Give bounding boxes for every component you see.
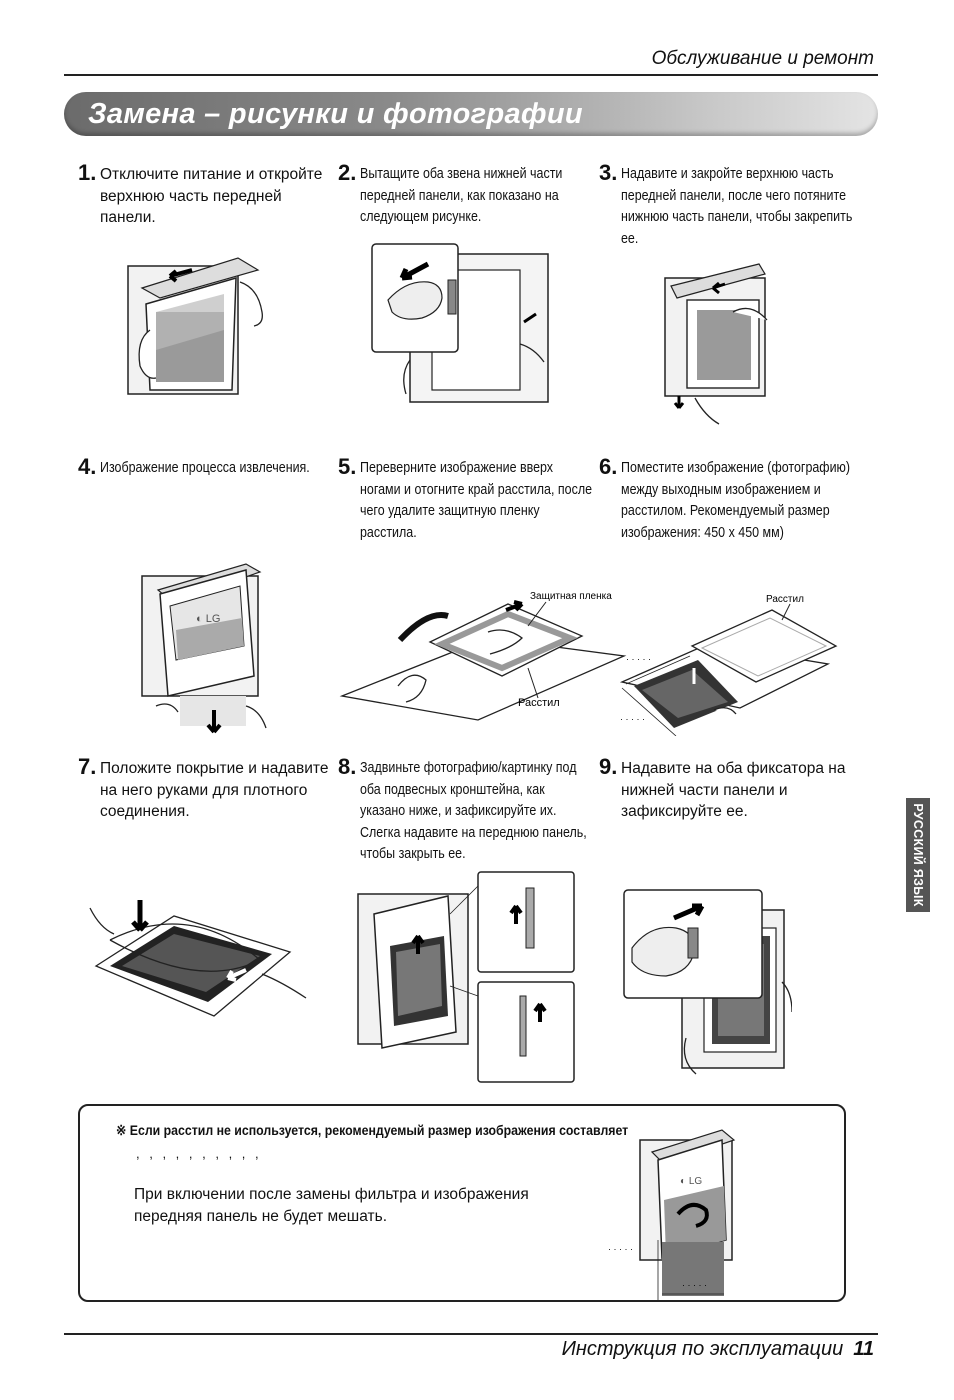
step-number: 6. — [599, 454, 618, 479]
figure-remove-image: ◐ LG — [141, 563, 267, 734]
figure-links — [371, 243, 549, 403]
step-text: Вытащите оба звена нижней части передней… — [360, 166, 563, 225]
step-text: Переверните изображение вверх ногами и о… — [360, 460, 593, 541]
figure-latches — [623, 889, 792, 1075]
dim-dots: · · · · · — [682, 1280, 707, 1290]
page-title: Замена – рисунки и фотографии — [88, 98, 583, 130]
step-text: Отключите питание и откройте верхнюю час… — [100, 166, 323, 226]
title-banner: Замена – рисунки и фотографии — [64, 92, 878, 136]
figure-peel-film: Защитная пленка Расстил — [339, 591, 627, 721]
footer: Инструкция по эксплуатации 11 — [562, 1338, 874, 1361]
step-number: 7. — [78, 754, 97, 779]
label-protective-film: Защитная пленка — [530, 591, 612, 602]
step-number: 4. — [78, 454, 97, 479]
note-body: При включении после замены фильтра и изо… — [134, 1186, 529, 1225]
figure-place-photo: Расстил · · · · · · · · · · — [619, 594, 838, 736]
step-number: 9. — [599, 754, 618, 779]
figure-press-cover — [89, 900, 307, 1017]
label-rasstil: Расстил — [518, 697, 560, 709]
section-header: Обслуживание и ремонт — [651, 48, 874, 69]
figure-no-rasstil: ◐ LG · · · · · · · · · · — [608, 1129, 736, 1300]
step-number: 2. — [338, 160, 357, 185]
figure-brackets — [357, 871, 575, 1083]
language-tab: РУССКИЙ ЯЗЫК — [906, 798, 930, 912]
figure-close-panel — [664, 263, 768, 425]
step-number: 1. — [78, 160, 97, 185]
dim-dots: · · · · · — [626, 654, 651, 664]
step-number: 8. — [338, 754, 357, 779]
dim-dots: · · · · · — [620, 714, 645, 724]
step-text: Поместите изображение (фотографию) между… — [621, 460, 851, 541]
figure-open-panel — [127, 257, 263, 395]
dim-dots: · · · · · — [608, 1244, 633, 1254]
footer-title: Инструкция по эксплуатации — [561, 1338, 844, 1360]
page-number: 11 — [853, 1338, 874, 1360]
lg-logo-mark: ◐ LG — [196, 613, 220, 625]
language-tab-label: РУССКИЙ ЯЗЫК — [911, 803, 925, 907]
note-heading: ※ Если расстил не используется, рекоменд… — [116, 1122, 629, 1138]
footer-rule — [64, 1333, 878, 1335]
label-rasstil-6: Расстил — [766, 594, 804, 605]
lg-logo-mark: ◐ LG — [680, 1176, 702, 1187]
note-dots: , , , , , , , , , , — [136, 1146, 262, 1161]
step-text: Задвиньте фотографию/картинку под оба по… — [360, 760, 587, 862]
header-rule — [64, 74, 878, 76]
step-text: Надавите на оба фиксатора на нижней част… — [621, 760, 846, 820]
step-number: 3. — [599, 160, 618, 185]
step-text: Надавите и закройте верхнюю часть передн… — [621, 166, 853, 247]
step-text: Положите покрытие и надавите на него рук… — [100, 760, 329, 820]
step-text: Изображение процесса извлечения. — [100, 460, 310, 476]
note-box: ※ Если расстил не используется, рекоменд… — [78, 1104, 846, 1302]
step-number: 5. — [338, 454, 357, 479]
